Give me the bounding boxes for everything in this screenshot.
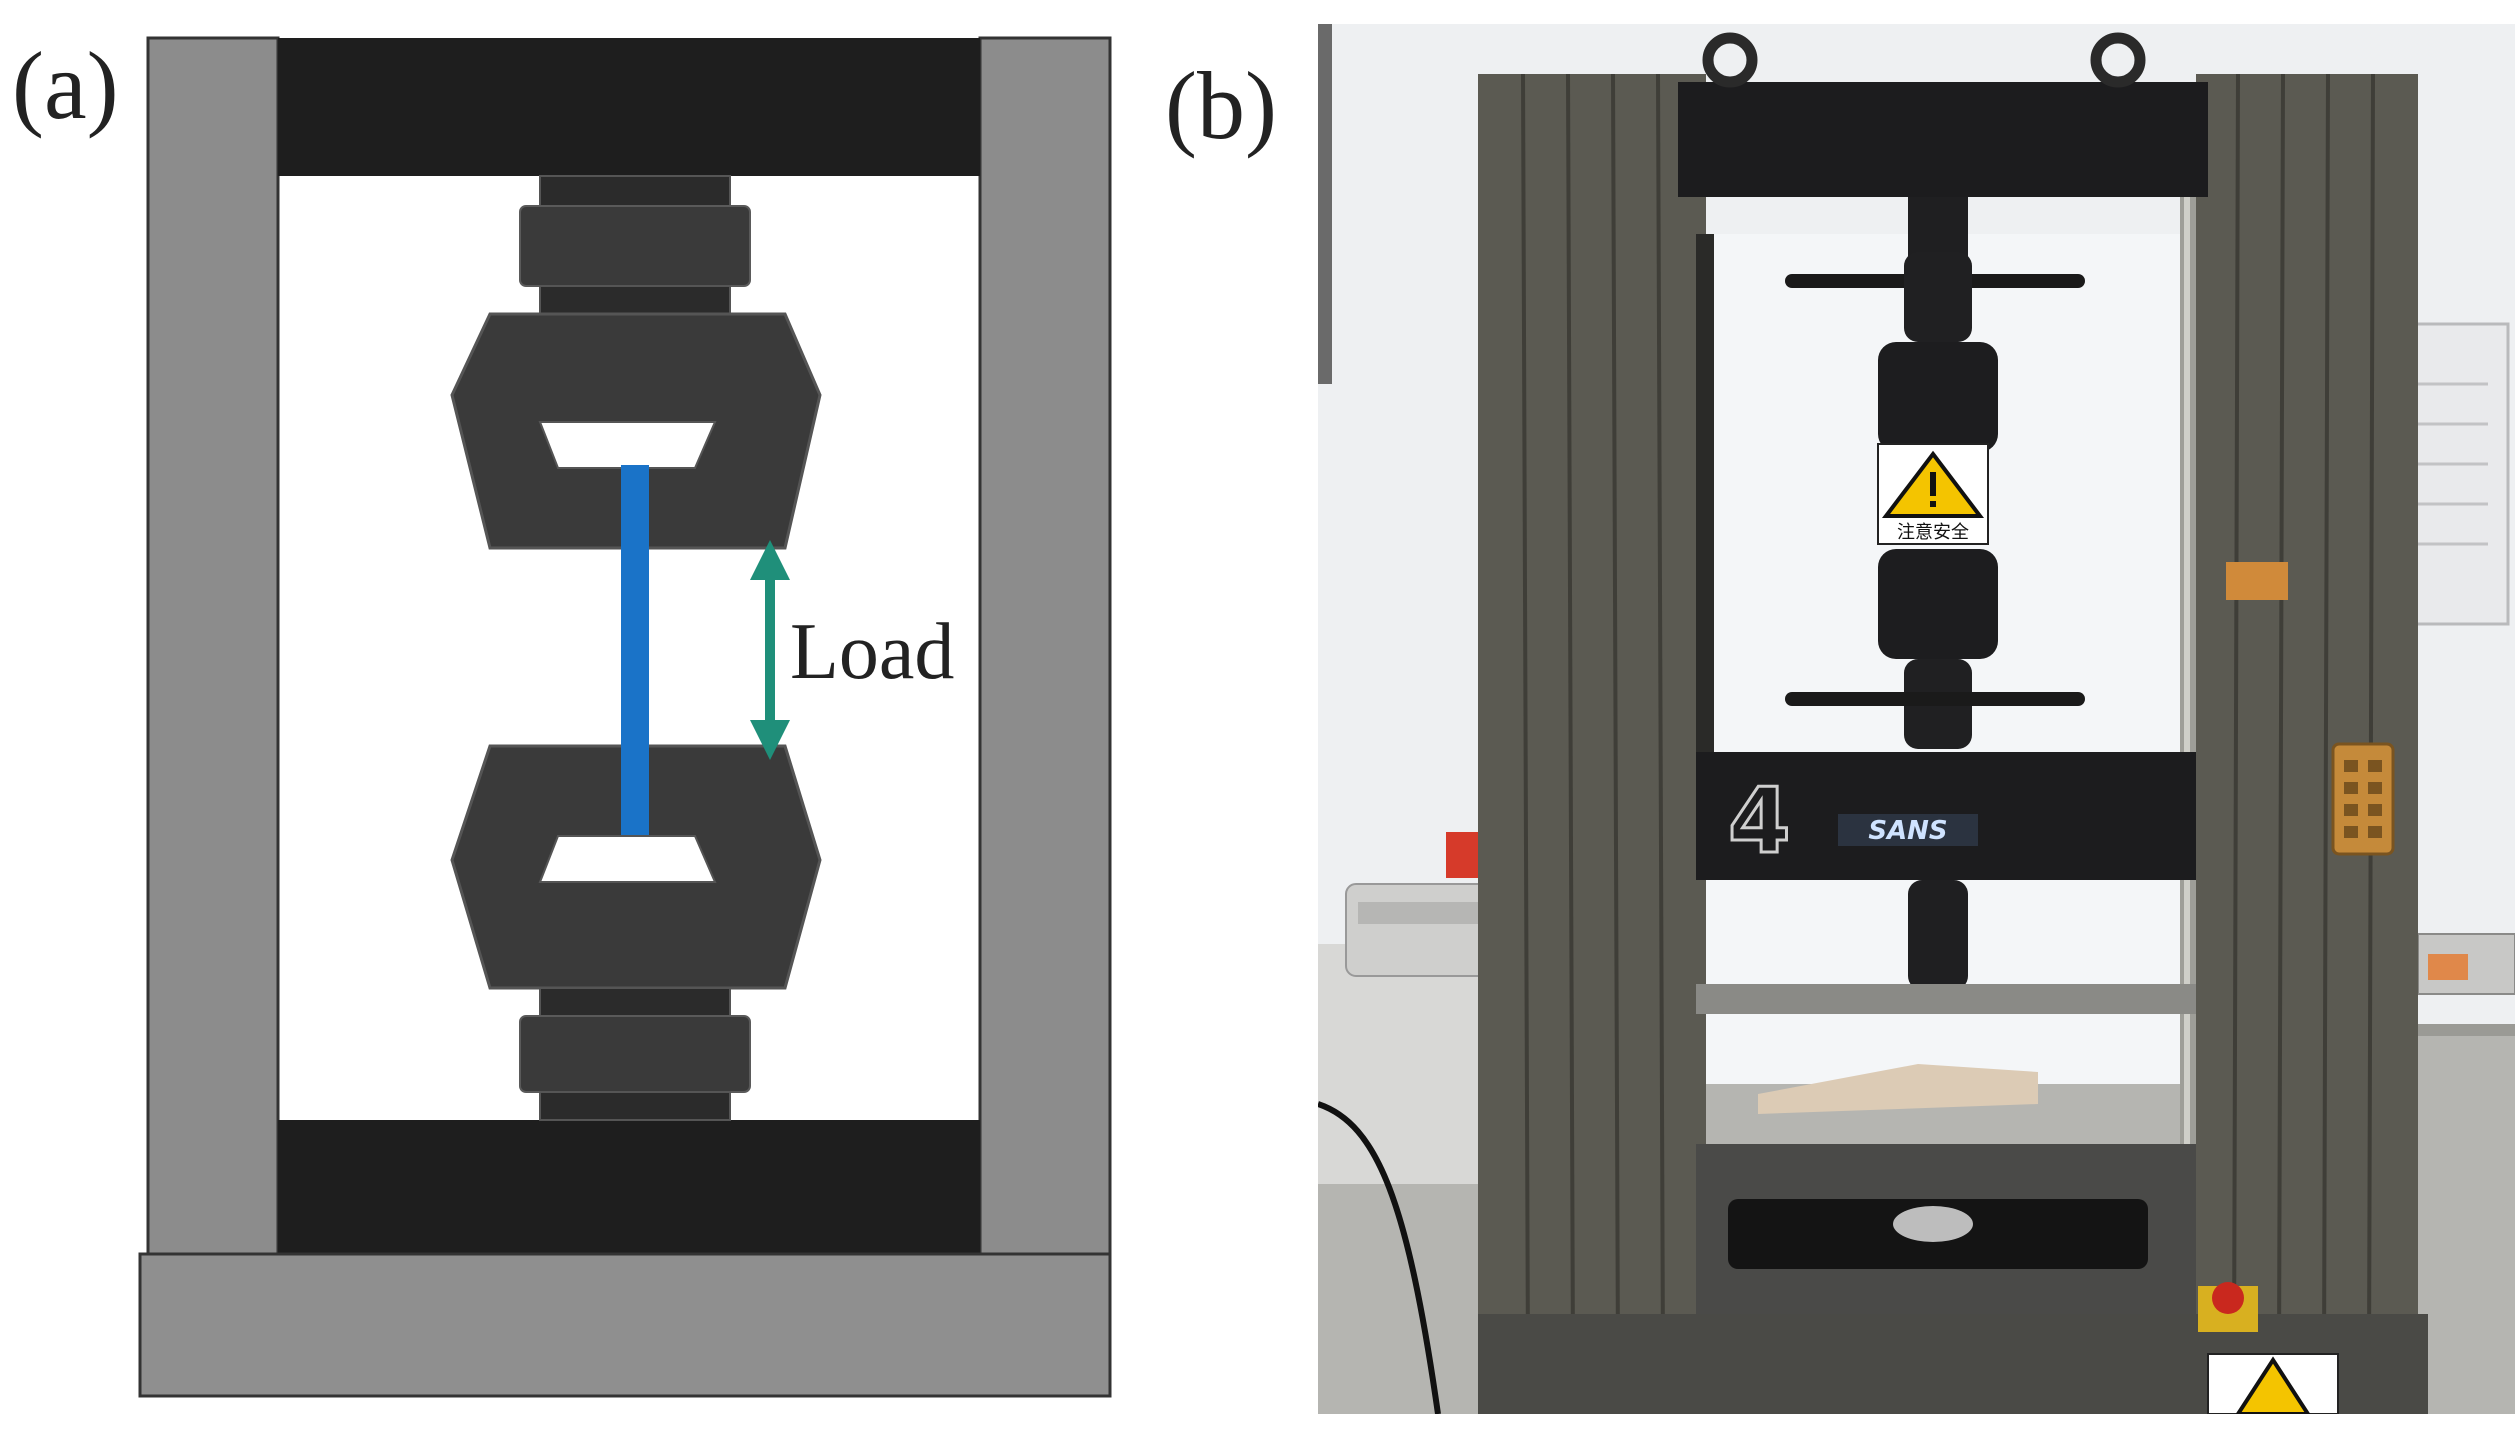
lower-crosshead: [278, 1120, 980, 1258]
testing-machine-photo: 注意安全 4 SANS: [1318, 24, 2515, 1414]
machine-upper-grip: [1785, 197, 2085, 452]
machine-moving-crosshead: 4 SANS: [1696, 752, 2196, 880]
warning-sign-text: 注意安全: [1897, 522, 1969, 543]
upper-load-cell: [519, 175, 751, 315]
machine-right-column: [2180, 73, 2418, 1365]
specimen-bar: [621, 465, 649, 835]
warning-sign: 注意安全: [1877, 443, 1989, 545]
wall-door: [1318, 24, 1332, 384]
machine-top-crosshead: [1678, 32, 2208, 197]
machine-brand-logo: SANS: [1868, 816, 1947, 846]
bottom-warning-sign: [2207, 1353, 2339, 1414]
right-frame-column: [978, 36, 1112, 1262]
machine-left-column: [1478, 73, 1714, 1365]
control-pendant: [2331, 742, 2395, 856]
lower-load-cell: [519, 987, 751, 1121]
machine-actuator-rod: [1908, 880, 1968, 990]
panel-a-label: (a): [12, 32, 119, 139]
upper-crosshead: [278, 38, 980, 176]
panel-b-label: (b): [1165, 52, 1277, 159]
left-frame-column: [146, 36, 280, 1262]
tensile-machine-schematic: Load: [138, 36, 1112, 1398]
load-label: Load: [790, 608, 954, 696]
machine-lower-fixture: [1696, 1144, 2196, 1324]
emergency-stop-button: [2198, 1282, 2258, 1332]
machine-base: [138, 1252, 1112, 1398]
machine-lower-grip: [1785, 549, 2085, 749]
crosshead-number: 4: [1728, 769, 1791, 874]
